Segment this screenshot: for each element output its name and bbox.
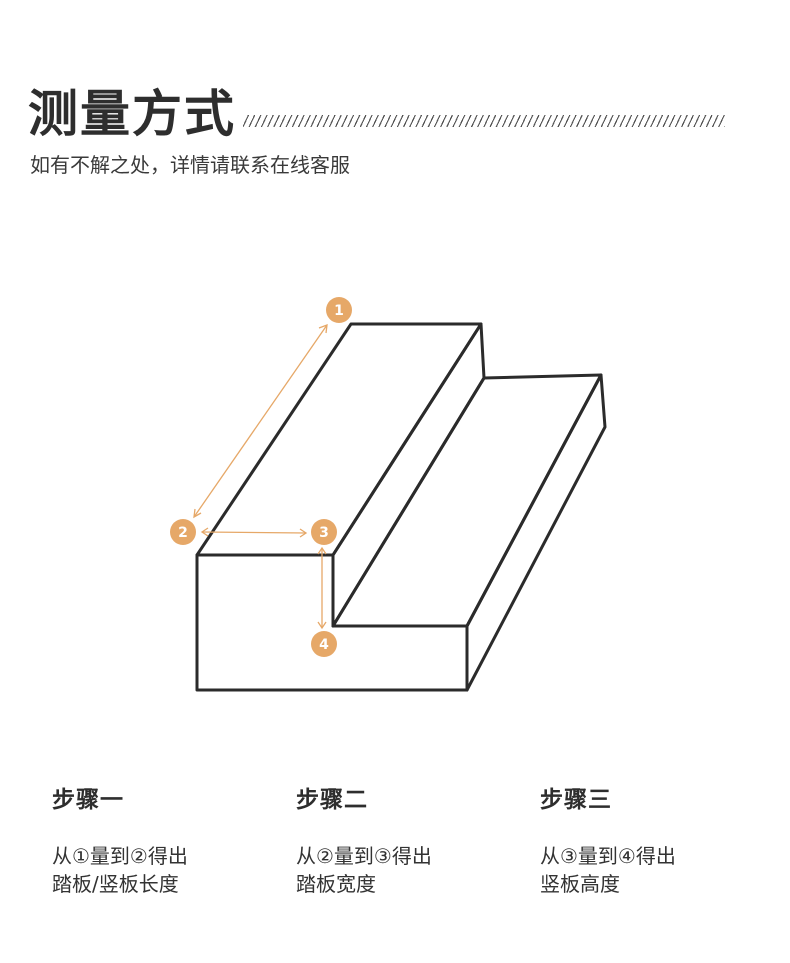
marker-4-label: 4 <box>319 637 329 653</box>
step-three-line-1: 从③量到④得出 <box>540 844 676 868</box>
step-one: 步骤一 从①量到②得出 踏板/竖板长度 <box>52 782 282 898</box>
arrowhead-2-diag <box>193 508 202 519</box>
title-decoration-hatch <box>243 115 725 127</box>
arrowhead-4-vert <box>317 621 327 630</box>
marker-4: 4 <box>311 631 337 657</box>
marker-2: 2 <box>170 519 196 545</box>
marker-1-circle <box>326 297 352 323</box>
marker-1-label: 1 <box>334 303 344 319</box>
marker-2-label: 2 <box>178 525 188 541</box>
step-two-description: 从②量到③得出 踏板宽度 <box>296 842 526 898</box>
marker-3: 3 <box>311 519 337 545</box>
page-title: 测量方式 <box>28 85 236 143</box>
step-one-line-2: 踏板/竖板长度 <box>52 872 179 896</box>
upper-tread <box>195 322 483 557</box>
marker-3-circle <box>311 519 337 545</box>
step-three-line-2: 竖板高度 <box>540 872 620 896</box>
measure-line-2-3 <box>201 531 307 534</box>
step-two-line-2: 踏板宽度 <box>296 872 376 896</box>
marker-3-label: 3 <box>319 525 329 541</box>
lower-tread <box>331 373 603 628</box>
stair-outline <box>195 322 607 692</box>
step-three-description: 从③量到④得出 竖板高度 <box>540 842 770 898</box>
measurement-lines <box>193 324 328 630</box>
arrowhead-1 <box>318 324 328 334</box>
arrowhead-3-horiz <box>299 528 308 538</box>
step-three: 步骤三 从③量到④得出 竖板高度 <box>540 782 770 898</box>
upper-riser-side <box>331 322 486 628</box>
step-one-line-1: 从①量到②得出 <box>52 844 188 868</box>
marker-4-circle <box>311 631 337 657</box>
arrowhead-2-horiz <box>200 527 209 537</box>
step-three-title: 步骤三 <box>540 787 612 813</box>
step-two-title: 步骤二 <box>296 787 368 813</box>
page-subtitle: 如有不解之处，详情请联系在线客服 <box>30 153 350 177</box>
step-two: 步骤二 从②量到③得出 踏板宽度 <box>296 782 526 898</box>
marker-2-circle <box>170 519 196 545</box>
measure-line-1-2 <box>193 324 328 518</box>
arrowhead-3-vert <box>317 546 327 555</box>
marker-1: 1 <box>326 297 352 323</box>
step-one-title: 步骤一 <box>52 787 124 813</box>
lower-riser-side <box>465 373 607 692</box>
step-one-description: 从①量到②得出 踏板/竖板长度 <box>52 842 282 898</box>
step-two-line-1: 从②量到③得出 <box>296 844 432 868</box>
